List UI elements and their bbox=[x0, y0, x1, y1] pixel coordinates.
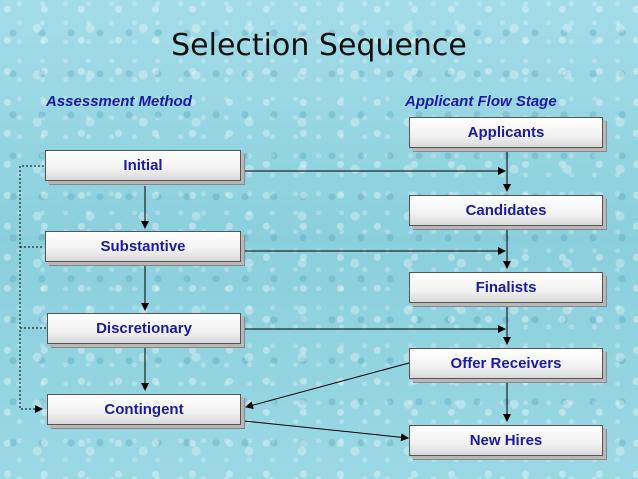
method-box-contingent: Contingent bbox=[47, 394, 241, 425]
method-box-substantive: Substantive bbox=[45, 231, 241, 262]
stage-box-finalists: Finalists bbox=[409, 272, 603, 303]
stage-box-offer-receivers: Offer Receivers bbox=[409, 348, 603, 379]
assessment-method-header: Assessment Method bbox=[46, 93, 192, 110]
method-box-discretionary: Discretionary bbox=[47, 313, 241, 344]
stage-box-candidates: Candidates bbox=[409, 195, 603, 226]
stage-box-new-hires: New Hires bbox=[409, 425, 603, 456]
method-box-initial: Initial bbox=[45, 150, 241, 181]
arrow-contingent-to-new-hires bbox=[243, 420, 409, 442]
stage-box-applicants: Applicants bbox=[409, 117, 603, 148]
dotted-bracket-line bbox=[19, 165, 44, 413]
slide-title: Selection Sequence bbox=[171, 28, 467, 63]
arrow-offer-receivers-to-contingent bbox=[245, 362, 410, 410]
applicant-flow-stage-header: Applicant Flow Stage bbox=[405, 93, 557, 110]
